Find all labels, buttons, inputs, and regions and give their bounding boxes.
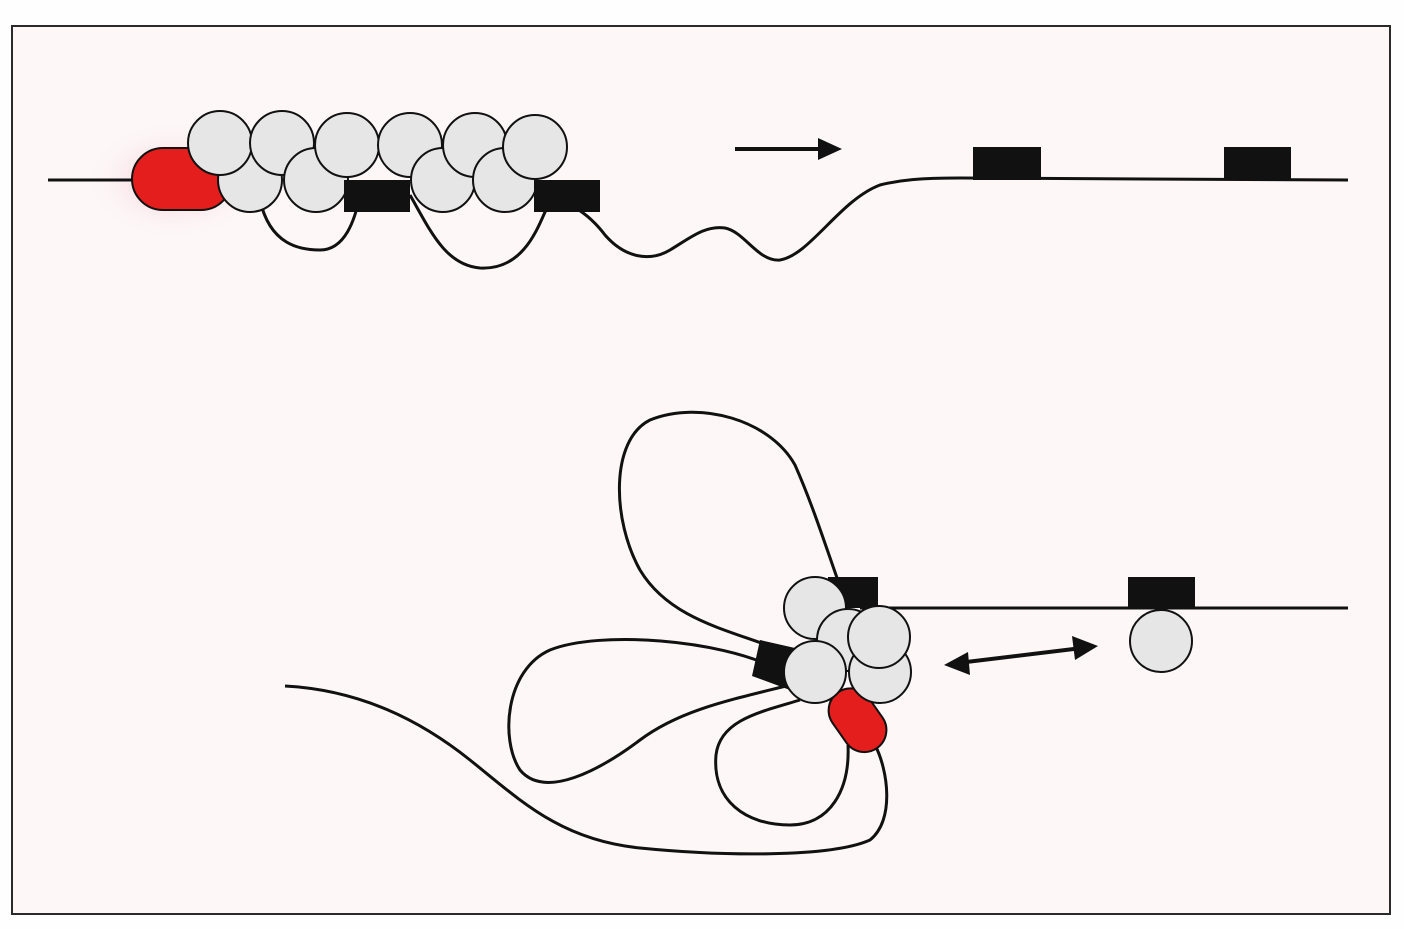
binding-site <box>344 180 410 212</box>
dna-loop-lower <box>714 698 850 827</box>
protein-cluster-top <box>187 110 600 213</box>
protein-circle <box>314 112 380 178</box>
protein-circle <box>783 640 847 704</box>
binding-site <box>1224 147 1291 180</box>
binding-site <box>973 147 1041 180</box>
protein-cluster-bottom <box>783 576 912 704</box>
binding-site <box>1128 577 1195 608</box>
binding-site <box>534 180 600 212</box>
protein-circle-free <box>1129 609 1193 673</box>
dna-loops-top <box>258 176 1349 270</box>
protein-circle <box>187 110 253 176</box>
protein-circle <box>847 605 911 669</box>
dna-loop-left <box>507 638 791 784</box>
dna-tail <box>284 684 889 856</box>
protein-circle <box>502 114 568 180</box>
arrow-right-icon <box>735 138 842 160</box>
top-panel <box>48 110 1349 270</box>
bottom-panel <box>284 410 1348 856</box>
dna-loop-upper <box>618 410 847 652</box>
double-arrow-icon <box>944 636 1098 675</box>
